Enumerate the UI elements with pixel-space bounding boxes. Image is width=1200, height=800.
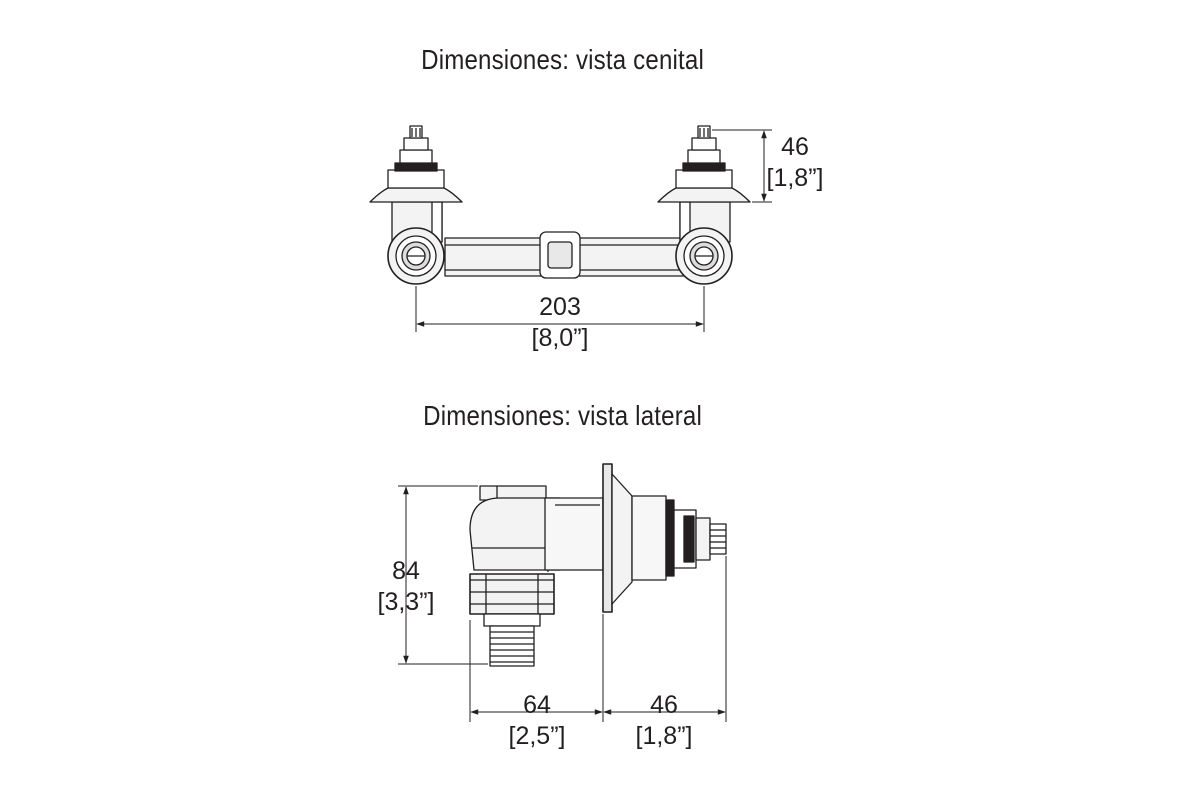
- right-valve: [657, 125, 751, 285]
- top-view-valve-body: [369, 125, 751, 285]
- side-left-label: 64 [2,5”]: [497, 690, 577, 752]
- top-width-mm: 203: [539, 293, 581, 321]
- top-width-dimension: [415, 286, 705, 332]
- side-right-dimension: [603, 556, 727, 722]
- side-right-mm: 46: [650, 691, 678, 719]
- side-left-in: [2,5”]: [508, 722, 566, 750]
- side-height-mm: 84: [392, 557, 420, 585]
- top-width-in: [8,0”]: [531, 324, 589, 352]
- side-left-mm: 64: [523, 691, 551, 719]
- side-right-in: [1,8”]: [635, 722, 693, 750]
- top-height-dimension: [712, 129, 772, 203]
- top-width-label: 203 [8,0”]: [500, 292, 620, 354]
- left-valve: [369, 125, 463, 285]
- side-height-in: [3,3”]: [377, 588, 435, 616]
- top-view-title: Dimensiones: vista cenital: [421, 44, 704, 75]
- side-right-label: 46 [1,8”]: [624, 690, 704, 752]
- top-height-in: [1,8”]: [766, 164, 824, 192]
- side-height-dimension: [398, 485, 488, 665]
- side-view-title: Dimensiones: vista lateral: [423, 400, 702, 431]
- side-height-label: 84 [3,3”]: [366, 556, 446, 618]
- top-height-label: 46 [1,8”]: [760, 132, 830, 194]
- side-left-dimension: [469, 614, 604, 722]
- side-view-valve-body: [469, 463, 727, 667]
- top-height-mm: 46: [781, 133, 809, 161]
